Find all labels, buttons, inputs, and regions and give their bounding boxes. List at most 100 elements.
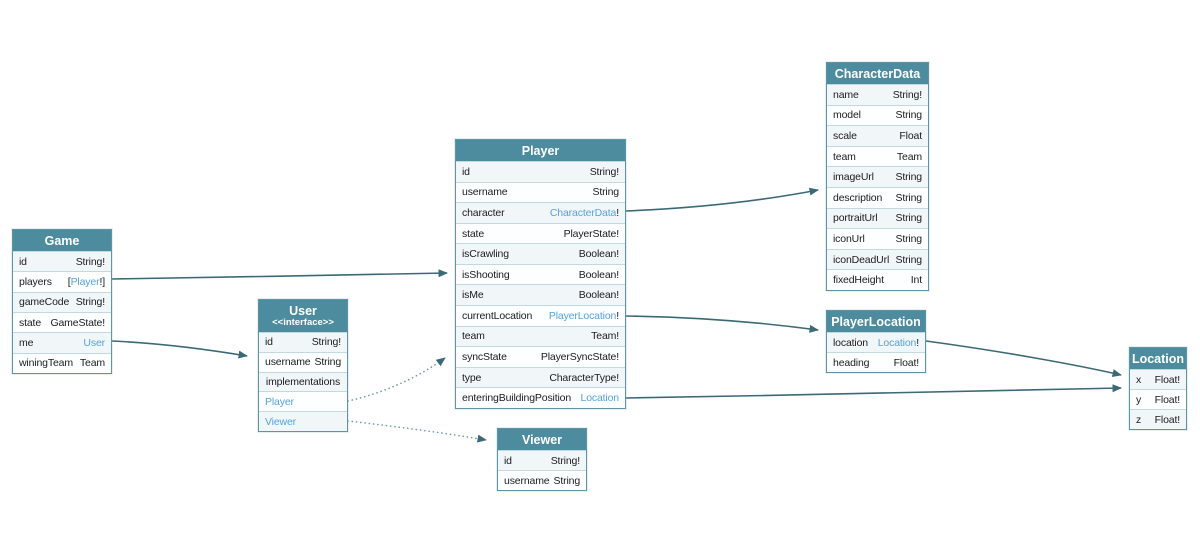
edge-playerlocation-location-to-location [925, 340, 1122, 377]
field-row-player-team: team Team! [456, 325, 625, 347]
field-type: Float! [893, 356, 920, 369]
field-name: winingTeam [19, 357, 73, 370]
table-header-user[interactable]: User<<interface>> [259, 300, 347, 332]
field-row-user-player: Player [259, 391, 347, 412]
field-name: x [1136, 373, 1142, 386]
field-name: z [1136, 413, 1142, 426]
field-name: players [19, 275, 52, 288]
field-type: Int [911, 274, 922, 286]
table-header-viewer[interactable]: Viewer [498, 429, 586, 450]
type-text: Team! [591, 330, 619, 343]
field-name: team [462, 330, 485, 343]
field-type: String [554, 475, 581, 487]
field-type: String! [76, 296, 105, 308]
field-name: state [19, 316, 42, 329]
field-name: name [833, 88, 859, 101]
field-type: String! [312, 336, 341, 348]
field-name: username [265, 356, 311, 369]
field-type: Location! [878, 337, 919, 349]
field-name-link[interactable]: Player [265, 395, 294, 408]
field-name-link[interactable]: Viewer [265, 415, 297, 428]
edge-player-character-to-characterdata [625, 187, 819, 212]
field-type: Team [897, 151, 922, 163]
field-type: CharacterType! [549, 372, 619, 384]
type-text: Float! [1154, 413, 1181, 426]
field-name: character [462, 206, 505, 219]
field-type: String [315, 356, 342, 368]
type-text: ! [916, 336, 919, 349]
type-text: String [895, 212, 922, 225]
table-title: PlayerLocation [831, 314, 921, 329]
field-type: String! [893, 89, 922, 101]
type-link[interactable]: CharacterData [549, 206, 617, 219]
field-row-characterdata-icondeadurl: iconDeadUrl String [827, 248, 928, 270]
table-title: CharacterData [834, 66, 921, 81]
field-name: implementations [265, 375, 341, 388]
table-header-playerlocation[interactable]: PlayerLocation [827, 311, 925, 332]
type-link[interactable]: Player [70, 275, 100, 288]
type-text: Float! [893, 356, 920, 369]
table-title: Location [1131, 351, 1185, 366]
field-row-game-players: players [Player!] [13, 271, 111, 292]
field-name: username [462, 186, 508, 199]
field-name: y [1136, 393, 1142, 406]
field-name: id [19, 255, 27, 268]
field-type: [Player!] [68, 276, 105, 288]
type-text: String! [75, 255, 105, 268]
table-title: Game [44, 233, 80, 248]
type-link[interactable]: User [83, 336, 105, 349]
field-name: id [504, 454, 512, 467]
field-name: fixedHeight [833, 274, 884, 287]
field-row-characterdata-name: name String! [827, 84, 928, 105]
edge-user-player-to-player [347, 357, 446, 402]
table-header-characterdata[interactable]: CharacterData [827, 63, 928, 84]
field-row-user-implementations: implementations [259, 371, 347, 392]
field-name: model [833, 109, 861, 122]
field-type: String [895, 109, 922, 121]
table-header-location[interactable]: Location [1130, 348, 1186, 369]
type-text: String [895, 191, 922, 204]
table-title: Viewer [521, 432, 563, 447]
field-type: CharacterData! [550, 207, 619, 219]
type-text: String [895, 171, 922, 184]
table-header-game[interactable]: Game [13, 230, 111, 251]
field-row-user-viewer: Viewer [259, 411, 347, 431]
field-type: String [895, 233, 922, 245]
field-name: id [462, 165, 470, 178]
field-type: GameState! [50, 317, 105, 329]
type-text: Boolean! [578, 289, 619, 302]
type-text: String [895, 253, 922, 266]
type-link[interactable]: PlayerLocation [548, 309, 617, 322]
type-link[interactable]: Location [877, 336, 917, 349]
field-name: isShooting [462, 268, 510, 281]
field-type: Float! [1155, 394, 1181, 406]
field-name: isCrawling [462, 248, 509, 261]
field-name: iconDeadUrl [833, 253, 890, 266]
field-type: String [895, 171, 922, 183]
field-type: String [895, 212, 922, 224]
field-name: username [504, 474, 550, 487]
type-link[interactable]: Location [580, 392, 620, 405]
table-header-player[interactable]: Player [456, 140, 625, 161]
type-text: CharacterType! [549, 371, 619, 384]
type-text: ! [616, 309, 619, 322]
